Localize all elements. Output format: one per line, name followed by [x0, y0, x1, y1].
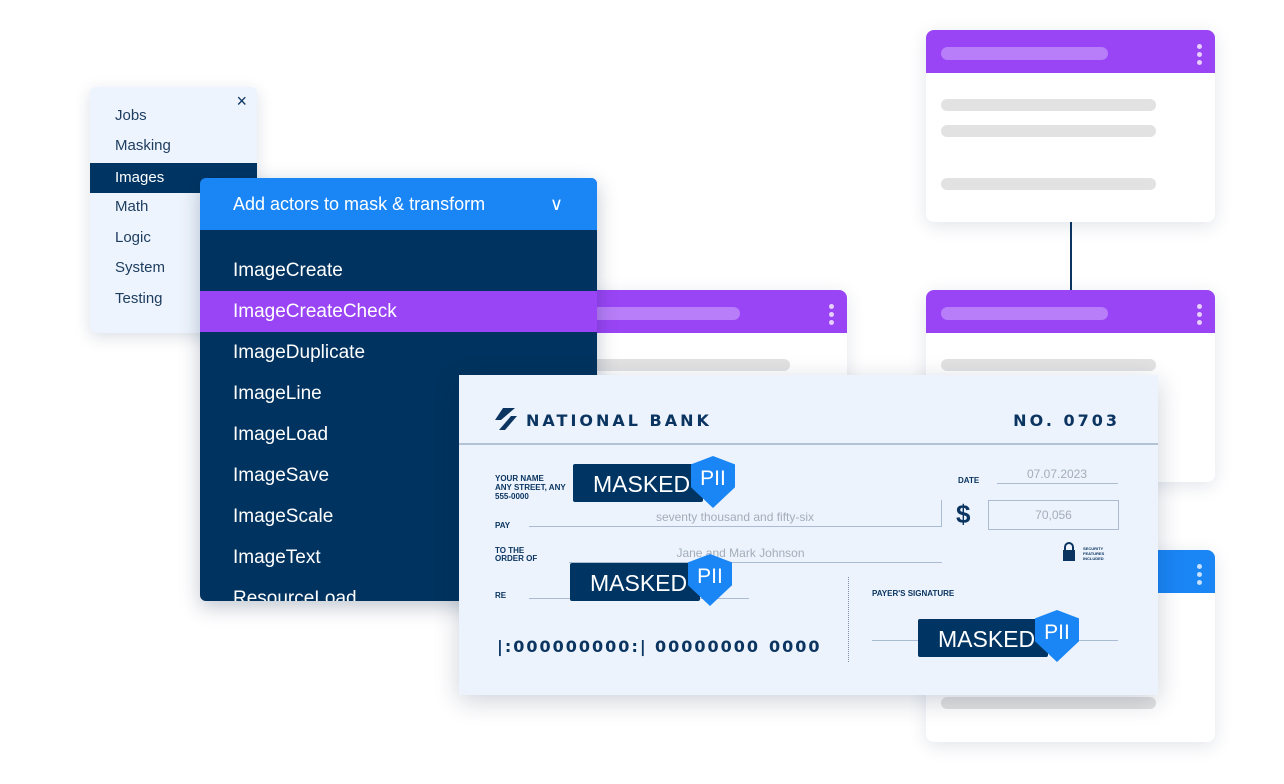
card-header	[560, 290, 847, 333]
menu-item-jobs[interactable]: Jobs	[115, 107, 147, 124]
menu-item-logic[interactable]: Logic	[115, 229, 151, 246]
order-label-2: ORDER OF	[495, 554, 538, 563]
content-placeholder	[941, 99, 1156, 111]
masked-badge-re: MASKED	[570, 563, 700, 601]
option-image-create[interactable]: ImageCreate	[233, 260, 343, 281]
title-placeholder	[941, 47, 1108, 60]
bank-logo-icon	[495, 408, 517, 430]
option-image-load[interactable]: ImageLoad	[233, 424, 329, 445]
amount-box: 70,056	[988, 500, 1119, 530]
phone: 555-0000	[495, 492, 529, 501]
micr-routing: |:000000000:|	[497, 637, 648, 656]
close-icon[interactable]: ×	[236, 91, 247, 111]
card-header	[926, 30, 1215, 73]
option-image-duplicate[interactable]: ImageDuplicate	[233, 342, 366, 363]
bank-check: NATIONAL BANK NO. 0703 YOUR NAME ANY STR…	[459, 375, 1158, 695]
option-image-line[interactable]: ImageLine	[233, 383, 322, 404]
menu-item-math[interactable]: Math	[115, 198, 149, 215]
divider	[459, 443, 1158, 445]
title-placeholder	[590, 307, 740, 320]
security-text: FEATURES	[1083, 551, 1105, 556]
masked-text: MASKED	[590, 570, 688, 596]
security-text: INCLUDED	[1083, 556, 1104, 561]
option-image-create-check[interactable]: ImageCreateCheck	[200, 291, 597, 332]
micr-check: 0000	[769, 637, 822, 656]
title-placeholder	[941, 307, 1108, 320]
menu-item-system[interactable]: System	[115, 259, 166, 276]
your-name: YOUR NAME	[495, 474, 544, 483]
dotted-divider	[848, 577, 849, 662]
more-options-icon[interactable]	[1197, 44, 1203, 68]
masked-text: MASKED	[938, 626, 1036, 652]
bank-name: NATIONAL BANK	[526, 411, 712, 430]
chevron-down-icon[interactable]: ∨	[549, 194, 563, 214]
content-placeholder	[941, 178, 1156, 190]
masked-text: MASKED	[593, 471, 691, 497]
card-header	[926, 290, 1215, 333]
currency-symbol: $	[956, 499, 971, 529]
content-placeholder	[941, 697, 1156, 709]
option-resource-load[interactable]: ResourceLoad	[233, 588, 357, 601]
order-label-1: TO THE	[495, 546, 525, 555]
menu-item-testing[interactable]: Testing	[115, 290, 163, 307]
security-text: SECURITY	[1083, 546, 1104, 551]
content-placeholder	[941, 359, 1156, 371]
option-image-text[interactable]: ImageText	[233, 547, 321, 568]
more-options-icon[interactable]	[829, 304, 835, 328]
masked-badge-name: MASKED	[573, 464, 703, 502]
content-placeholder	[941, 125, 1156, 137]
content-placeholder	[590, 359, 790, 371]
signature-label: PAYER'S SIGNATURE	[872, 589, 955, 598]
dropdown-header[interactable]: Add actors to mask & transform ∨	[200, 178, 597, 230]
micr-account: 00000000	[655, 637, 761, 656]
date-value: 07.07.2023	[1026, 467, 1088, 481]
date-label: DATE	[958, 476, 980, 485]
dropdown-title: Add actors to mask & transform	[233, 194, 486, 214]
masked-badge-signature: MASKED	[918, 619, 1048, 657]
actors-dropdown: Add actors to mask & transform ∨ ImageCre…	[200, 178, 597, 601]
date-line	[997, 483, 1118, 484]
menu-item-masking[interactable]: Masking	[115, 137, 171, 154]
more-options-icon[interactable]	[1197, 564, 1203, 588]
connector-line	[1070, 222, 1072, 290]
re-label: RE	[495, 591, 507, 600]
lock-icon	[1063, 542, 1075, 561]
payee: Jane and Mark Johnson	[676, 546, 805, 560]
check-number: NO. 0703	[1013, 411, 1120, 430]
pay-label: PAY	[495, 521, 511, 530]
address: ANY STREET, ANY	[495, 483, 566, 492]
payee-line	[569, 562, 942, 563]
more-options-icon[interactable]	[1197, 304, 1203, 328]
option-image-scale[interactable]: ImageScale	[233, 506, 334, 527]
option-image-save[interactable]: ImageSave	[233, 465, 330, 486]
amount-words: seventy thousand and fifty-six	[655, 510, 815, 524]
pay-line-end	[941, 500, 942, 527]
workflow-card-top[interactable]	[926, 30, 1215, 222]
pay-line	[529, 526, 942, 527]
